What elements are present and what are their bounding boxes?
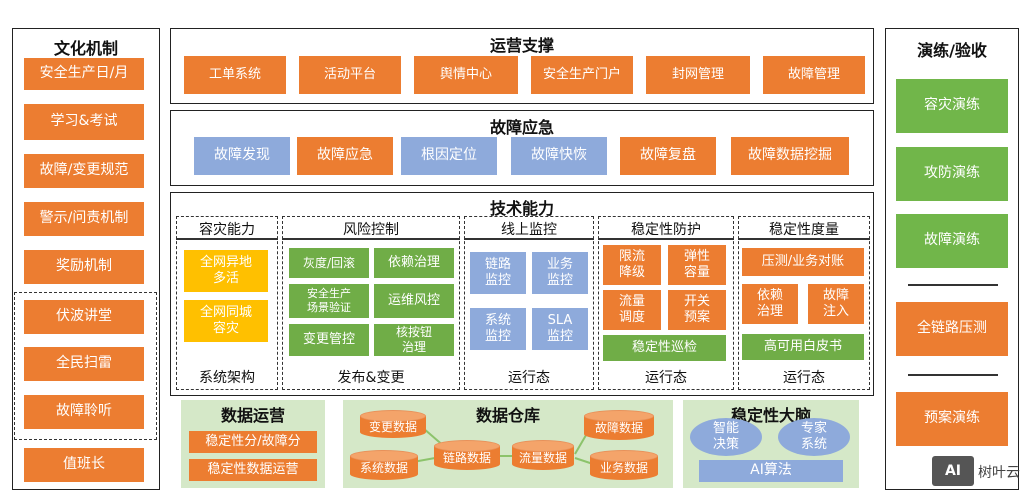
ops-support-item: 舆情中心 [414, 56, 518, 94]
fault-response-title: 故障应急 [489, 118, 554, 137]
tech-risk-item: 变更管控 [289, 324, 369, 356]
data-ops-title: 数据运营 [220, 406, 285, 425]
ops-support-panel: 运营支撑 [170, 28, 874, 104]
drill-item: 预案演练 [896, 392, 1008, 446]
ops-support-item: 工单系统 [184, 56, 286, 94]
brain-bar: AI算法 [699, 460, 843, 482]
culture-dashed-item: 全民扫雷 [24, 347, 144, 381]
brain-item: 专家 系统 [778, 418, 850, 456]
tech-monitor-item: 业务 监控 [532, 252, 588, 294]
ops-support-item: 安全生产门户 [531, 56, 633, 94]
tech-monitor-item: SLA 监控 [532, 308, 588, 350]
tech-dr-item: 全网同城 容灾 [184, 300, 268, 342]
warehouse-item: 业务数据 [599, 460, 648, 475]
fault-response-item: 故障快恢 [511, 137, 607, 175]
watermark-text: 树叶云 [978, 465, 1020, 481]
culture-item: 警示/问责机制 [24, 202, 144, 236]
culture-dashed-group [14, 292, 157, 440]
drill-item: 容灾演练 [896, 79, 1008, 133]
warehouse-cylinder: 流量数据 [512, 440, 574, 470]
drill-divider [908, 284, 998, 286]
warehouse-item: 流量数据 [518, 450, 567, 465]
tech-dr-footer: 系统架构 [199, 370, 255, 386]
culture-dashed-item: 伏波讲堂 [24, 300, 144, 334]
ops-support-title: 运营支撑 [489, 36, 554, 55]
tech-monitor-title: 线上监控 [501, 222, 557, 238]
tech-measure-group: 稳定性度量 运行态 [738, 216, 870, 390]
warehouse-title: 数据仓库 [475, 406, 540, 425]
tech-protect-group: 稳定性防护 运行态 [598, 216, 734, 390]
culture-item-duty: 值班长 [24, 448, 144, 482]
tech-measure-title: 稳定性度量 [769, 222, 839, 238]
watermark-logo-text: AI [944, 463, 962, 479]
fault-response-item: 故障应急 [297, 137, 393, 175]
tech-monitor-item: 系统 监控 [470, 308, 526, 350]
tech-title: 技术能力 [489, 199, 554, 218]
culture-item: 故障/变更规范 [24, 154, 144, 188]
culture-dashed-item: 故障聆听 [24, 395, 144, 429]
tech-measure-wide: 高可用白皮书 [742, 334, 864, 360]
culture-item: 学习&考试 [24, 104, 144, 140]
warehouse-cylinder: 变更数据 [360, 410, 426, 438]
warehouse-cylinder: 故障数据 [584, 410, 654, 440]
fault-response-item: 故障数据挖掘 [731, 137, 849, 175]
data-ops-item: 稳定性分/故障分 [189, 431, 317, 453]
tech-monitor-footer: 运行态 [508, 370, 550, 386]
tech-measure-item: 故障 注入 [808, 284, 864, 324]
warehouse-cylinder: 业务数据 [590, 450, 658, 480]
tech-measure-divider [738, 238, 870, 240]
drill-item: 全链路压测 [896, 302, 1008, 356]
tech-protect-divider [598, 238, 734, 240]
tech-protect-title: 稳定性防护 [631, 222, 701, 238]
culture-item: 奖励机制 [24, 250, 144, 284]
data-ops-item: 稳定性数据运营 [189, 459, 317, 481]
culture-item: 安全生产日/月 [24, 58, 144, 90]
tech-measure-item: 依赖 治理 [742, 284, 798, 324]
tech-monitor-item: 链路 监控 [470, 252, 526, 294]
brain-title: 稳定性大脑 [730, 406, 811, 425]
tech-protect-item: 开关 预案 [668, 290, 726, 330]
drill-item: 故障演练 [896, 214, 1008, 268]
tech-protect-item: 弹性 容量 [668, 245, 726, 285]
tech-risk-item: 运维风控 [374, 284, 454, 318]
drill-title: 演练/验收 [917, 41, 987, 60]
ops-support-item: 封网管理 [646, 56, 750, 94]
tech-protect-item: 流量 调度 [603, 290, 661, 330]
tech-risk-item: 灰度/回滚 [289, 248, 369, 278]
ops-support-item: 活动平台 [299, 56, 401, 94]
fault-response-item: 故障复盘 [620, 137, 716, 175]
tech-risk-footer: 发布&变更 [337, 370, 405, 386]
tech-monitor-divider [464, 238, 594, 240]
warehouse-item: 链路数据 [442, 450, 491, 465]
fault-response-item: 根因定位 [401, 137, 497, 175]
tech-risk-divider [282, 238, 460, 240]
warehouse-cylinder: 系统数据 [350, 450, 418, 480]
drill-item: 攻防演练 [896, 147, 1008, 201]
watermark-logo: AI [932, 456, 974, 486]
tech-measure-top: 压测/业务对账 [742, 248, 864, 276]
warehouse-item: 变更数据 [368, 419, 417, 434]
tech-protect-item: 限流 降级 [603, 245, 661, 285]
tech-dr-divider [176, 238, 278, 240]
tech-dr-title: 容灾能力 [199, 222, 255, 238]
ops-support-item: 故障管理 [763, 56, 865, 94]
tech-risk-item: 核按钮 治理 [374, 324, 454, 356]
tech-risk-title: 风险控制 [343, 222, 399, 238]
fault-response-item: 故障发现 [194, 137, 290, 175]
tech-risk-item: 安全生产 场景验证 [289, 284, 369, 318]
warehouse-item: 系统数据 [359, 460, 408, 475]
tech-measure-footer: 运行态 [783, 370, 825, 386]
tech-protect-footer: 运行态 [645, 370, 687, 386]
culture-title: 文化机制 [53, 39, 118, 58]
warehouse-cylinder: 链路数据 [434, 440, 500, 470]
drill-divider [908, 374, 998, 376]
tech-risk-group: 风险控制 发布&变更 [282, 216, 460, 390]
tech-monitor-group: 线上监控 运行态 [464, 216, 594, 390]
brain-item: 智能 决策 [690, 418, 762, 456]
tech-risk-item: 依赖治理 [374, 248, 454, 278]
warehouse-item: 故障数据 [594, 420, 643, 435]
tech-dr-item: 全网异地 多活 [184, 250, 268, 292]
tech-protect-wide: 稳定性巡检 [603, 335, 726, 361]
tech-dr-group: 容灾能力 系统架构 [176, 216, 278, 390]
